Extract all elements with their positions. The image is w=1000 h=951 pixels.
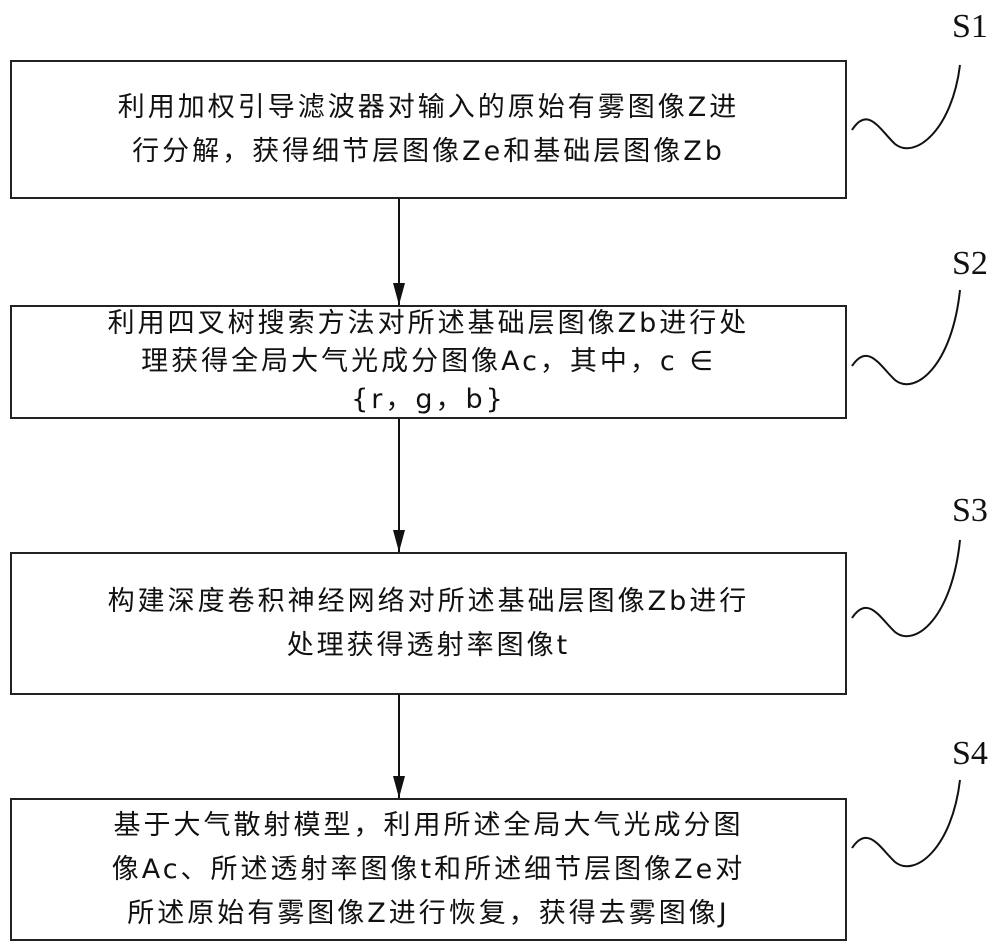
step-label-s3: S3 <box>952 492 988 529</box>
step-line: 基于大气散射模型，利用所述全局大气光成分图 <box>113 809 744 841</box>
step-line: 行分解，获得细节层图像Ze和基础层图像Zb <box>132 135 725 167</box>
leader-s3 <box>851 539 961 638</box>
arrow-head-s2-s3 <box>393 530 405 552</box>
leader-s1 <box>851 64 961 150</box>
step-line: 利用加权引导滤波器对输入的原始有雾图像Z进 <box>117 91 740 123</box>
step-box-s4: 基于大气散射模型，利用所述全局大气光成分图 像Ac、所述透射率图像t和所述细节层… <box>10 798 847 941</box>
step-text-s4: 基于大气散射模型，利用所述全局大气光成分图 像Ac、所述透射率图像t和所述细节层… <box>98 804 760 936</box>
step-line: 所述原始有雾图像Z进行恢复，获得去雾图像J <box>127 897 730 929</box>
step-label-s4: S4 <box>952 735 988 772</box>
step-box-s1: 利用加权引导滤波器对输入的原始有雾图像Z进 行分解，获得细节层图像Ze和基础层图… <box>10 60 847 199</box>
step-line: 理获得全局大气光成分图像Ac，其中，c ∈ <box>141 346 716 377</box>
arrow-head-s3-s4 <box>393 776 405 798</box>
step-label-s2: S2 <box>952 245 988 282</box>
step-text-s1: 利用加权引导滤波器对输入的原始有雾图像Z进 行分解，获得细节层图像Ze和基础层图… <box>104 86 754 174</box>
step-text-s2: 利用四叉树搜索方法对所述基础层图像Zb进行处 理获得全局大气光成分图像Ac，其中… <box>94 305 764 419</box>
step-box-s3: 构建深度卷积神经网络对所述基础层图像Zb进行 处理获得透射率图像t <box>10 552 847 695</box>
step-line: 像Ac、所述透射率图像t和所述细节层图像Ze对 <box>111 853 746 885</box>
step-text-s3: 构建深度卷积神经网络对所述基础层图像Zb进行 处理获得透射率图像t <box>94 580 764 668</box>
step-box-s2: 利用四叉树搜索方法对所述基础层图像Zb进行处 理获得全局大气光成分图像Ac，其中… <box>10 305 847 419</box>
step-line: 利用四叉树搜索方法对所述基础层图像Zb进行处 <box>107 308 750 339</box>
step-label-s1: S1 <box>952 8 988 45</box>
step-line: 构建深度卷积神经网络对所述基础层图像Zb进行 <box>107 585 750 617</box>
step-line: {r，g，b} <box>351 384 506 415</box>
leader-s4 <box>851 779 961 868</box>
leader-s2 <box>851 289 961 386</box>
step-line: 处理获得透射率图像t <box>286 629 571 661</box>
arrow-head-s1-s2 <box>393 283 405 305</box>
